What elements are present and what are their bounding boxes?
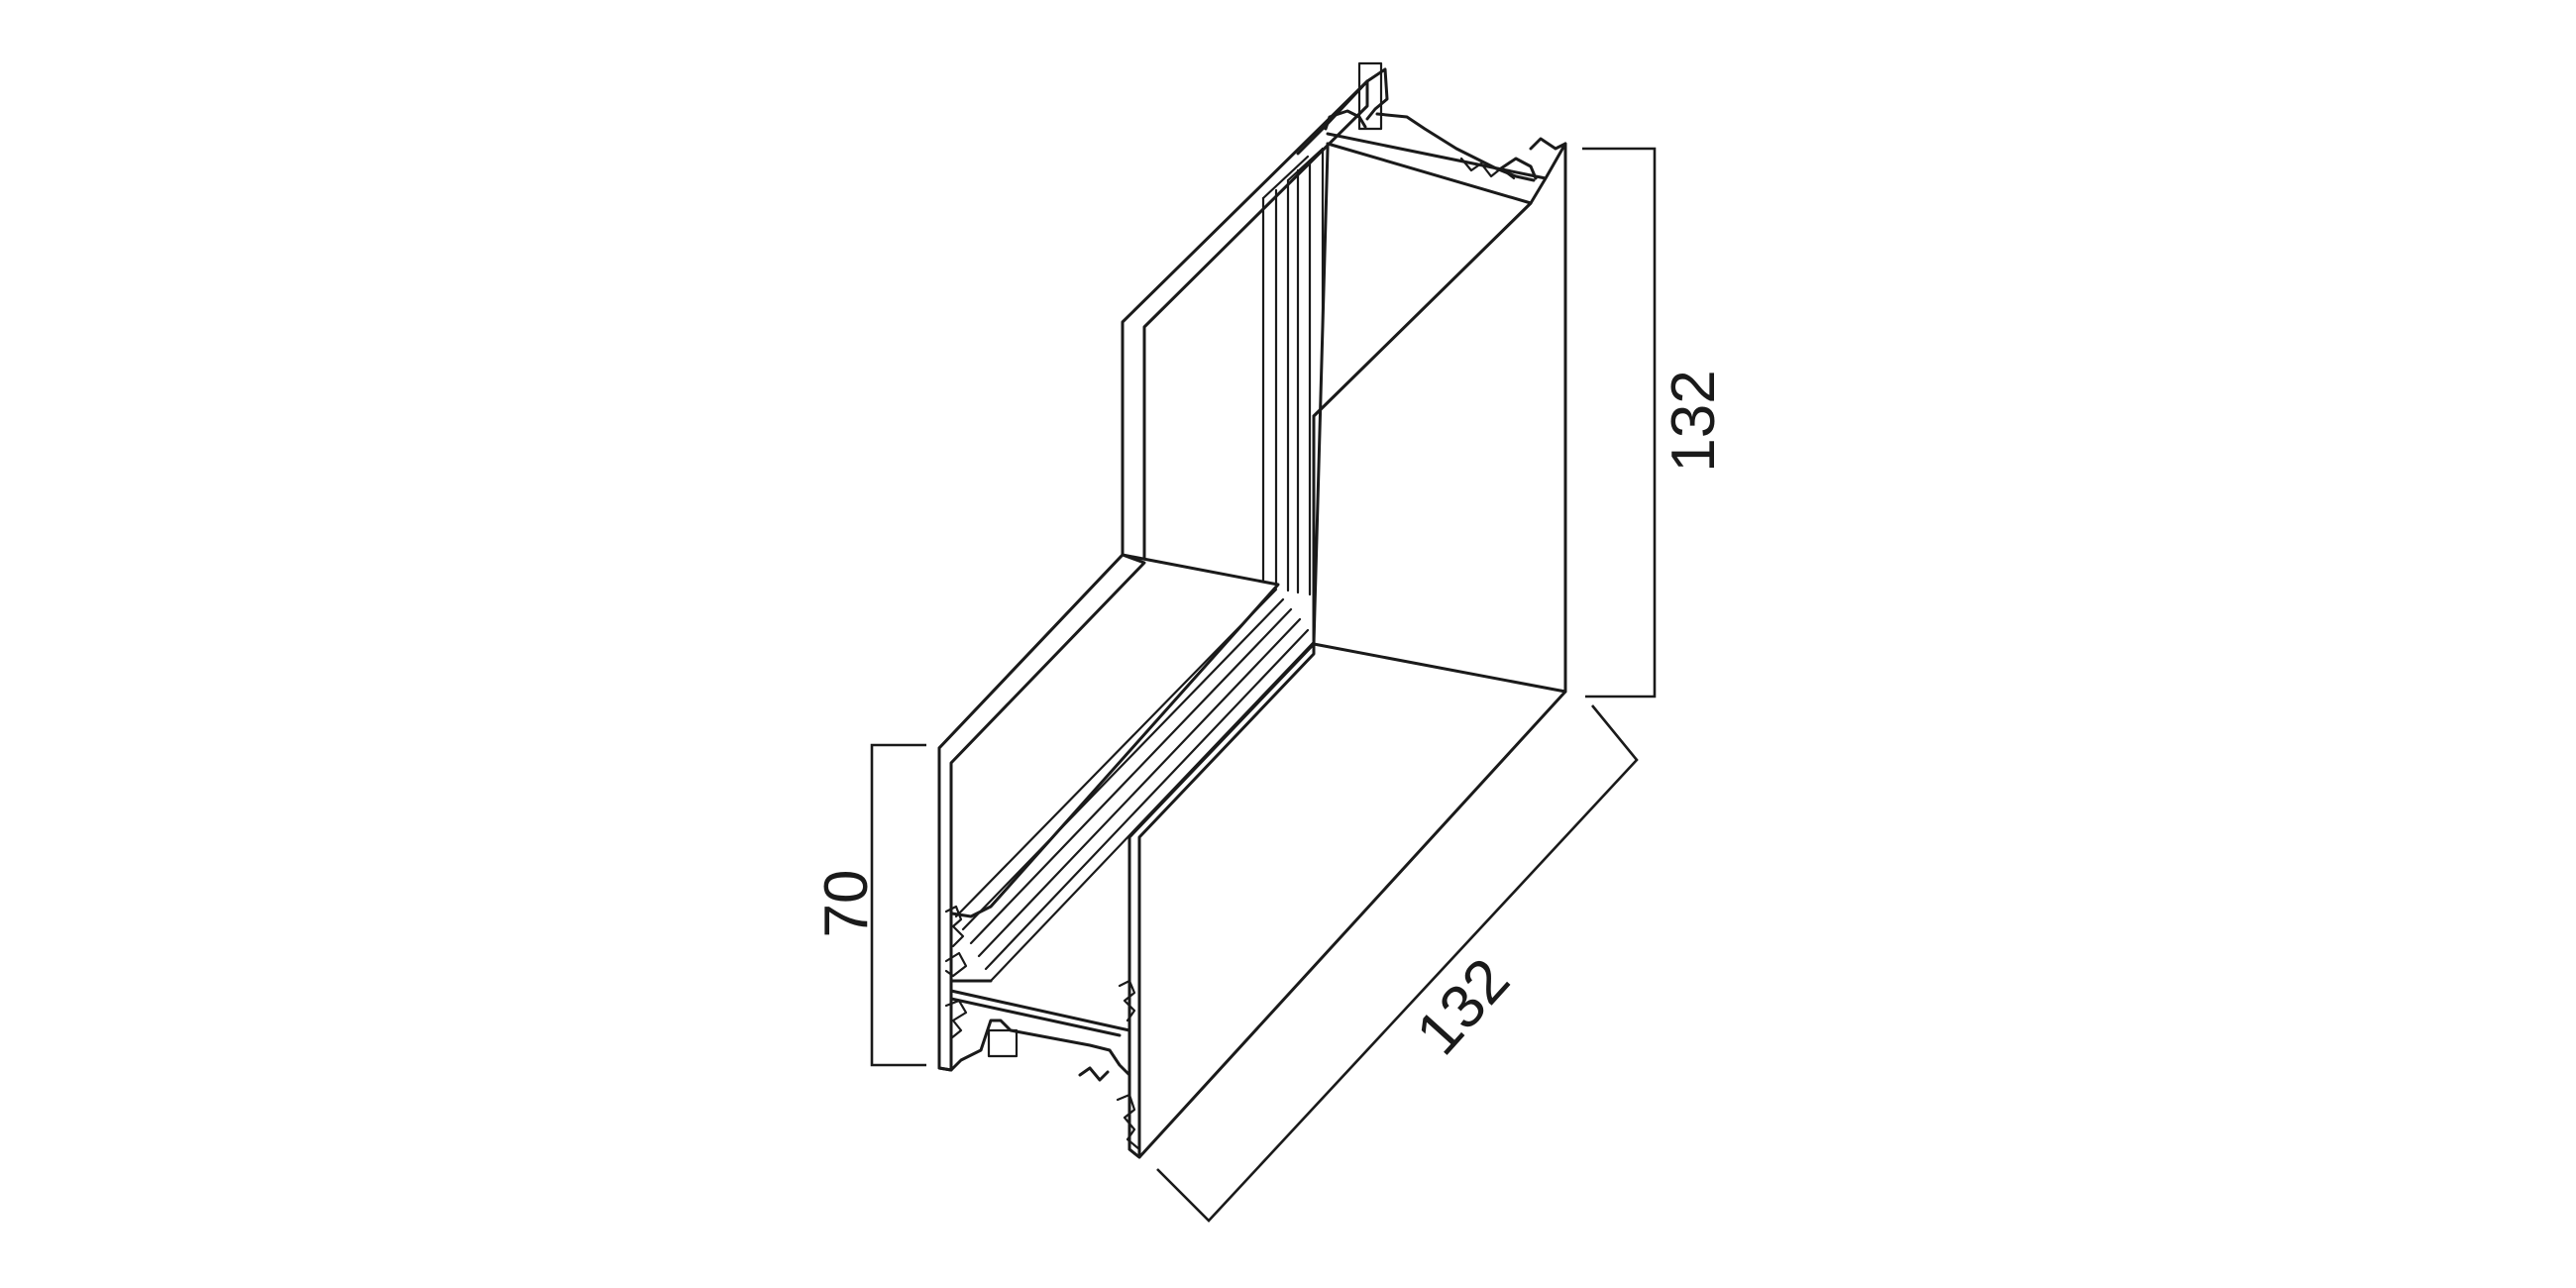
dimension-label-depth: 132: [1404, 946, 1524, 1068]
dimension-label-vertical: 132: [1660, 370, 1728, 472]
dimension-line-depth: [1156, 704, 1639, 1223]
dimension-line-front: [870, 743, 926, 1067]
dimension-front-70: 70: [812, 743, 926, 1067]
horizontal-leg-bottom-face: [1127, 642, 1567, 1159]
dimension-line-vertical: [1582, 147, 1657, 698]
vertical-leg-grooves: [1261, 147, 1325, 598]
bottom-profile-section: [937, 905, 1141, 1151]
horizontal-leg-end-face: [1127, 642, 1316, 1159]
dimension-vertical-132: 132: [1582, 147, 1728, 698]
aluminium-profile-corner: [937, 61, 1567, 1159]
dimension-label-front: 70: [812, 870, 881, 938]
